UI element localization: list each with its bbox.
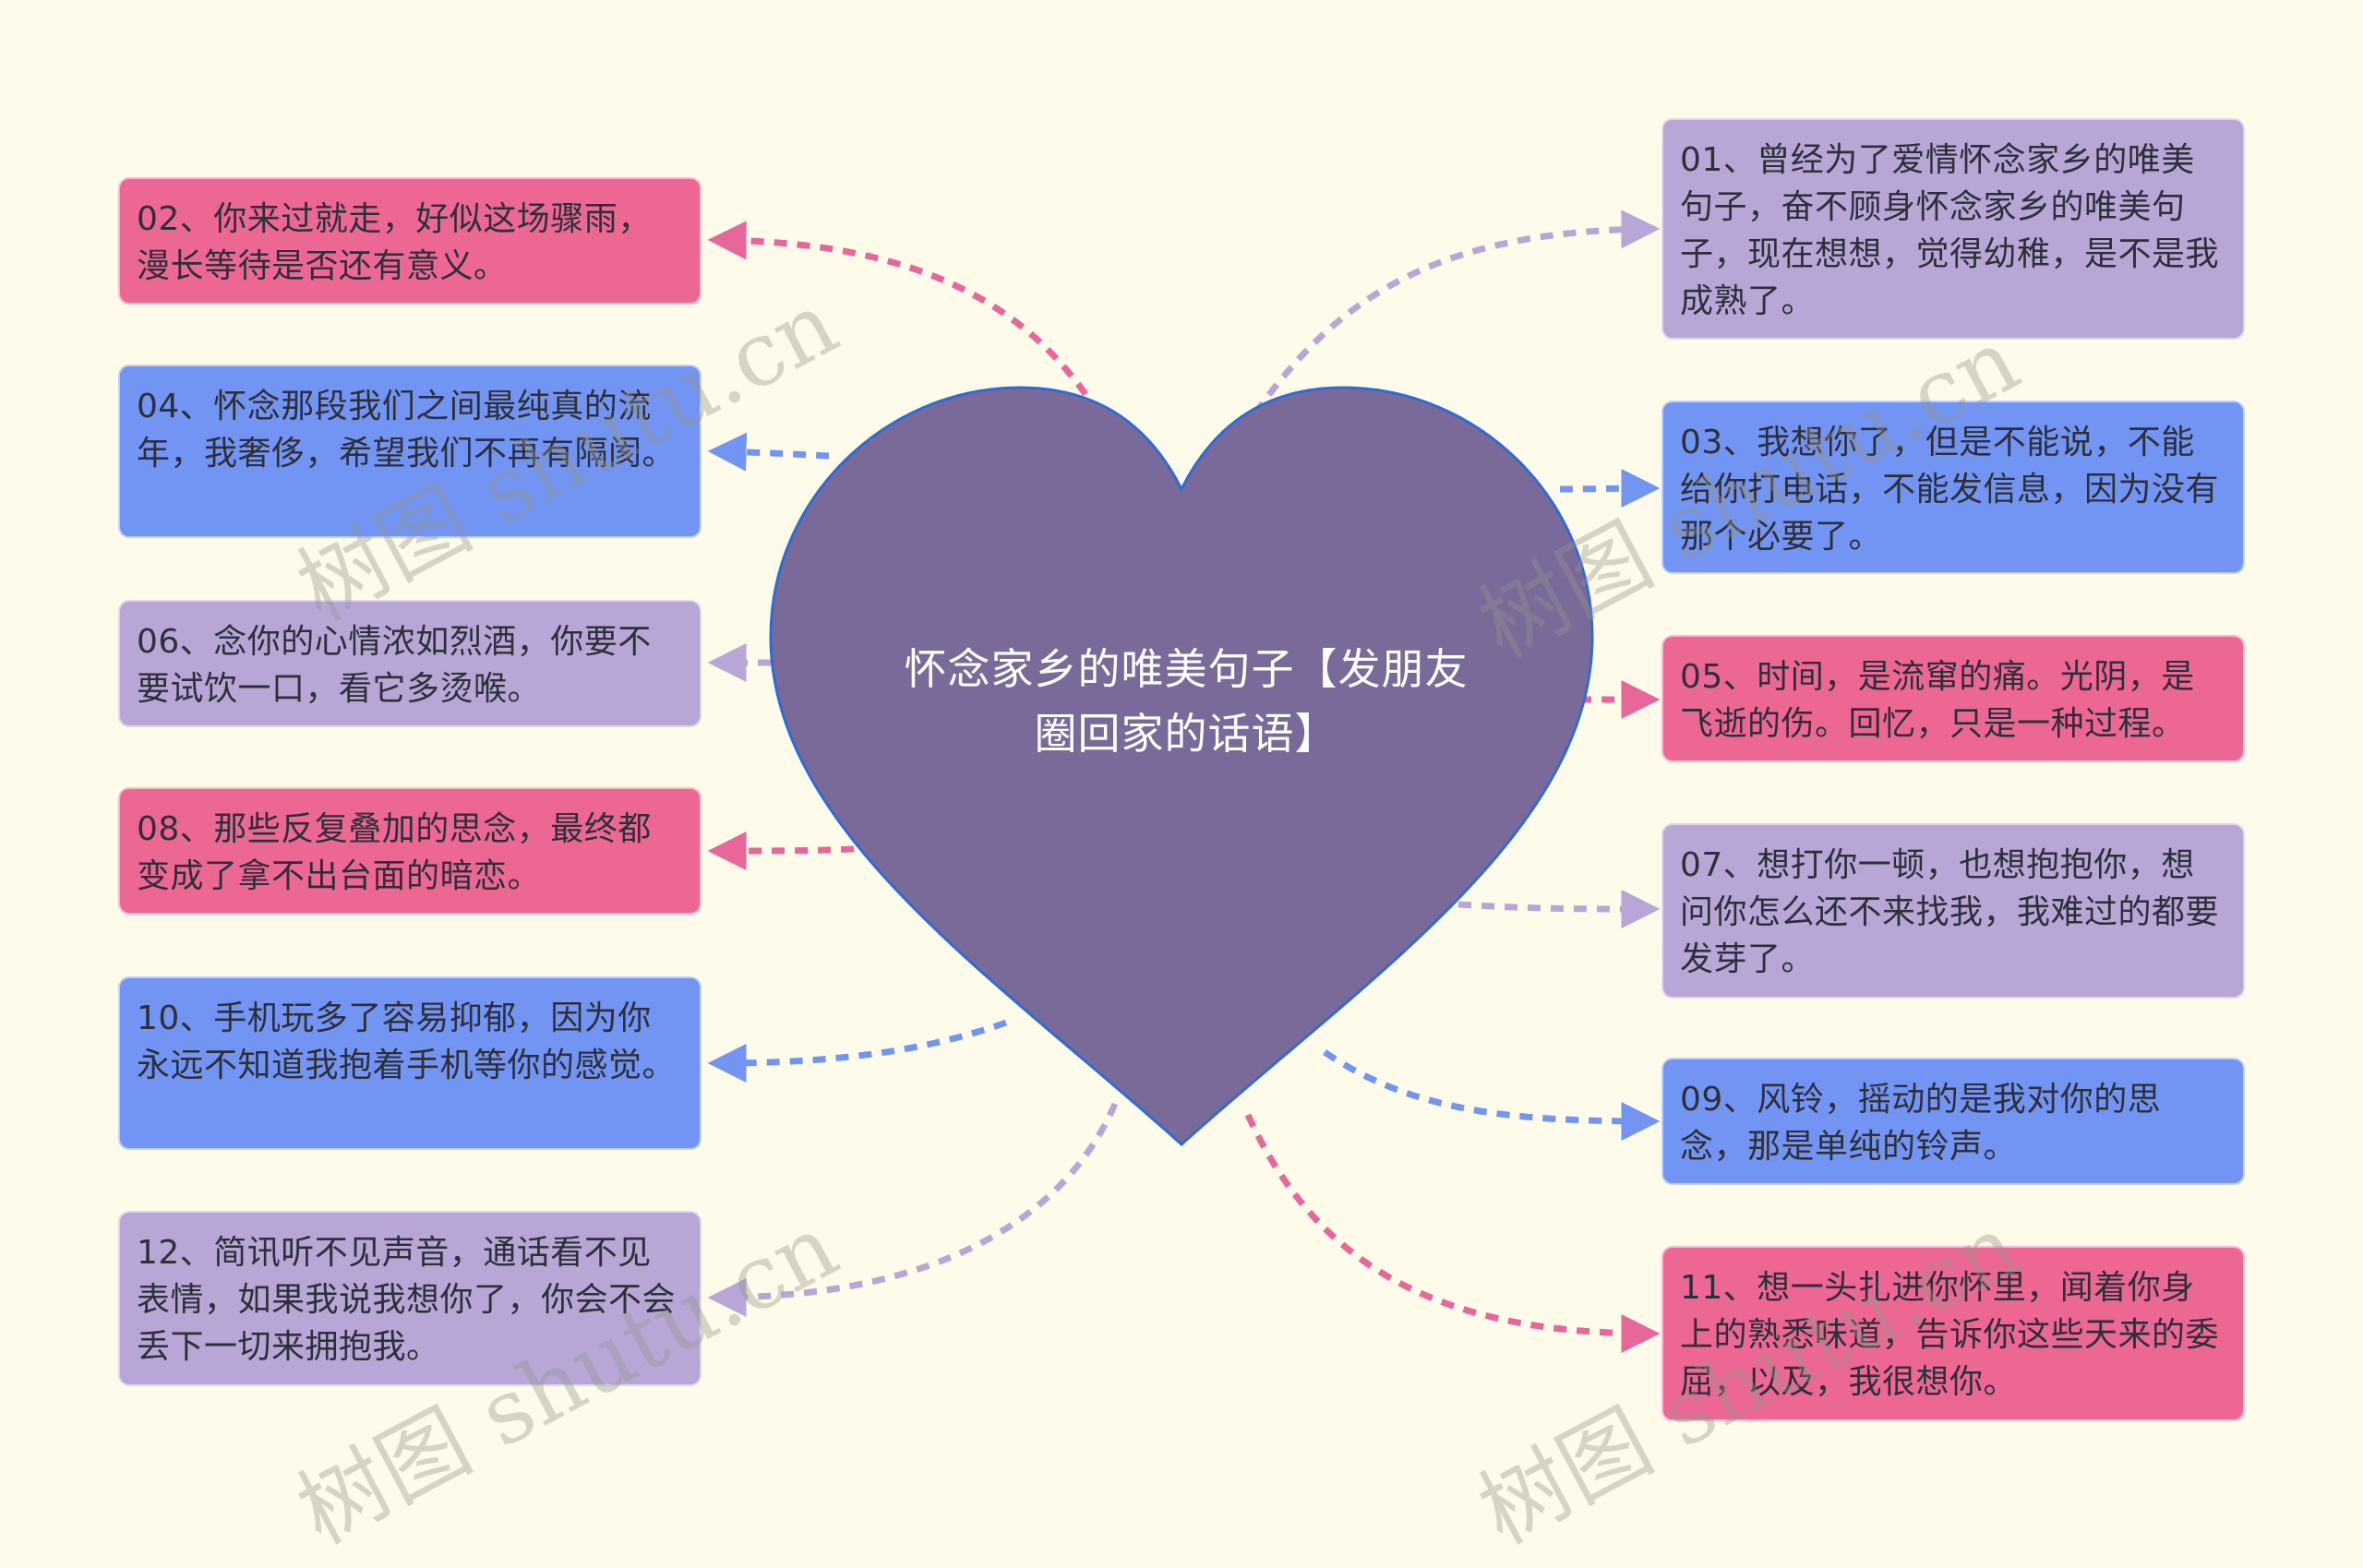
- connector-02: [707, 221, 1101, 415]
- connector-03: [1559, 469, 1661, 509]
- node-09[interactable]: 09、风铃，摇动的是我对你的思念，那是单纯的铃声。: [1661, 1058, 2245, 1185]
- central-topic[interactable]: 怀念家乡的唯美句子【发朋友圈回家的话语】: [904, 644, 1469, 759]
- node-04[interactable]: 04、怀念那段我们之间最纯真的流年，我奢侈，希望我们不再有隔阂。: [118, 365, 702, 538]
- node-07[interactable]: 07、想打你一顿，也想抱抱你，想问你怎么还不来找我，我难过的都要发芽了。: [1661, 823, 2245, 999]
- node-03[interactable]: 03、我想你了，但是不能说，不能给你打电话，不能发信息，因为没有那个必要了。: [1661, 401, 2245, 574]
- connector-08: [707, 831, 855, 870]
- connector-01: [1253, 209, 1661, 416]
- connector-11: [1244, 1113, 1661, 1353]
- connector-12: [707, 1102, 1119, 1317]
- node-10[interactable]: 10、手机玩多了容易抑郁，因为你永远不知道我抱着手机等你的感觉。: [118, 976, 702, 1150]
- node-06[interactable]: 06、念你的心情浓如烈酒，你要不要试饮一口，看它多烫喉。: [118, 600, 702, 727]
- node-11[interactable]: 11、想一头扎进你怀里，闻着你身上的熟悉味道，告诉你这些天来的委屈，以及，我很想…: [1661, 1246, 2245, 1421]
- node-12[interactable]: 12、简讯听不见声音，通话看不见表情，如果我说我想你了，你会不会丢下一切来拥抱我…: [118, 1211, 702, 1386]
- connector-09: [1323, 1049, 1661, 1141]
- connector-07: [1457, 889, 1661, 928]
- node-08[interactable]: 08、那些反复叠加的思念，最终都变成了拿不出台面的暗恋。: [118, 787, 702, 915]
- connector-10: [707, 1019, 1008, 1083]
- node-05[interactable]: 05、时间，是流窜的痛。光阴，是飞逝的伤。回忆，只是一种过程。: [1661, 635, 2245, 762]
- connector-04: [707, 432, 830, 472]
- node-01[interactable]: 01、曾经为了爱情怀念家乡的唯美句子，奋不顾身怀念家乡的唯美句子，现在想想，觉得…: [1661, 118, 2245, 340]
- node-02[interactable]: 02、你来过就走，好似这场骤雨，漫长等待是否还有意义。: [118, 177, 702, 305]
